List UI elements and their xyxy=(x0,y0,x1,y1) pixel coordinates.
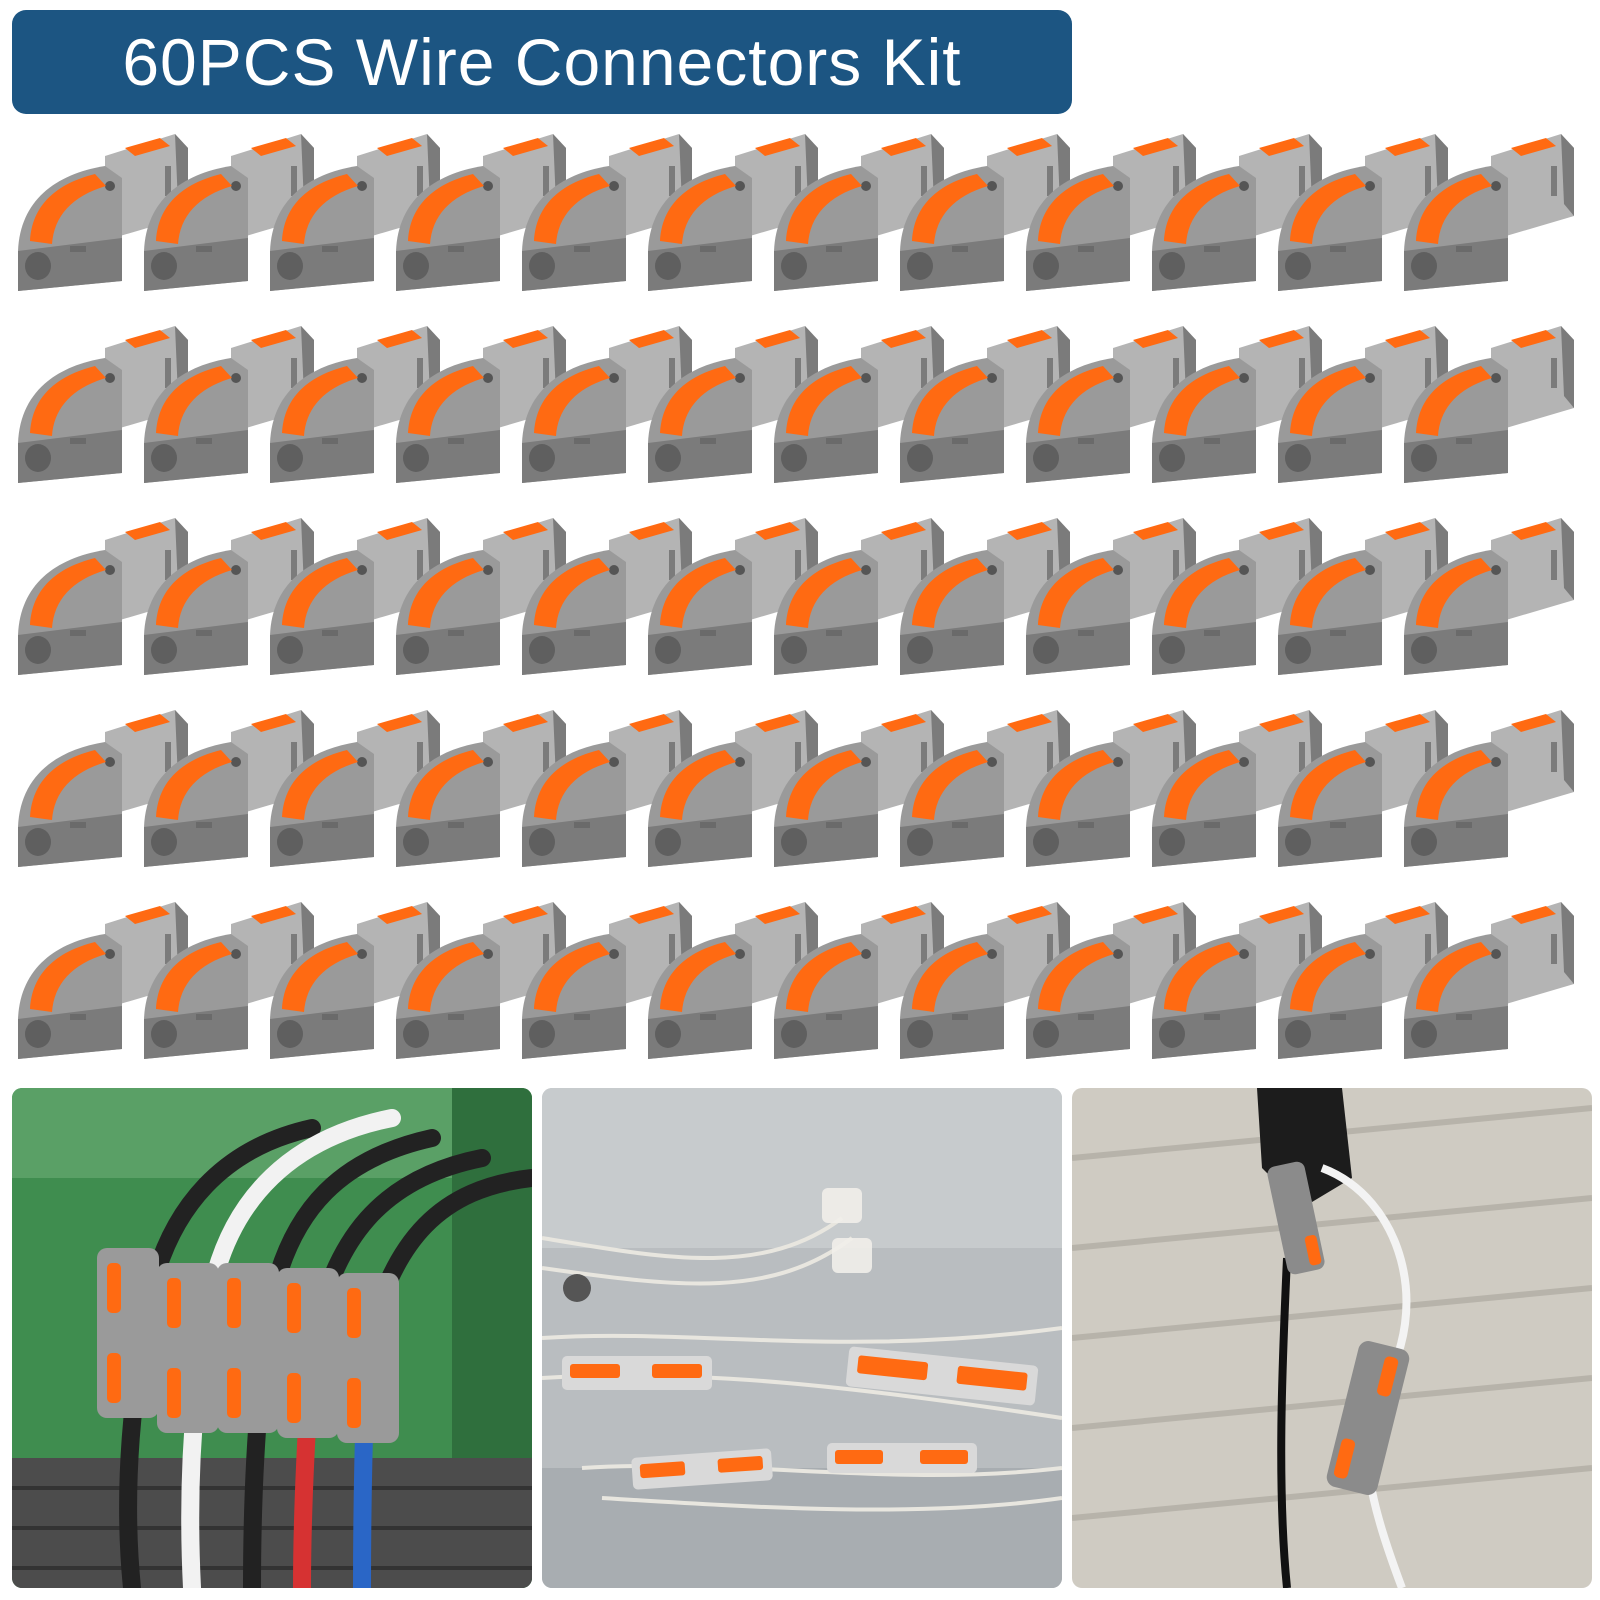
connector-lever xyxy=(660,174,736,244)
connector-lever xyxy=(534,750,610,820)
connector-lever xyxy=(912,366,988,436)
photo-panel-middle xyxy=(542,1088,1062,1588)
connector-lever xyxy=(1416,558,1492,628)
connector-lever xyxy=(786,558,862,628)
connector-item xyxy=(774,902,944,1059)
connector-item xyxy=(1152,902,1322,1059)
connector-item xyxy=(396,518,566,675)
connector-lever xyxy=(1416,942,1492,1012)
connector-lever xyxy=(1416,750,1492,820)
connector-lever xyxy=(912,558,988,628)
connector-lever xyxy=(408,558,484,628)
connector-item xyxy=(396,710,566,867)
connector-item xyxy=(1404,710,1574,867)
connector-lever xyxy=(1290,174,1366,244)
connector-lever xyxy=(30,558,106,628)
connector-lever xyxy=(1164,942,1240,1012)
connector-item xyxy=(396,134,566,291)
connector-lever xyxy=(1164,558,1240,628)
connector-item xyxy=(396,326,566,483)
connector-item xyxy=(396,902,566,1059)
connector-lever xyxy=(1290,558,1366,628)
connector-lever xyxy=(912,174,988,244)
connector-lever xyxy=(1416,174,1492,244)
connector-lever xyxy=(660,942,736,1012)
connector-lever xyxy=(786,366,862,436)
connector-item xyxy=(1026,326,1196,483)
connector-lever xyxy=(660,750,736,820)
connector-item xyxy=(900,134,1070,291)
connector-item xyxy=(18,134,188,291)
connector-lever xyxy=(156,174,232,244)
connector-item xyxy=(1026,518,1196,675)
connector-lever xyxy=(1038,558,1114,628)
photo-wire-siding xyxy=(1072,1088,1592,1588)
connector-lever xyxy=(282,750,358,820)
connector-lever xyxy=(786,942,862,1012)
connector-lever xyxy=(786,750,862,820)
connector-lever xyxy=(156,558,232,628)
connector-lever xyxy=(30,750,106,820)
connector-item xyxy=(1404,326,1574,483)
connector-lever xyxy=(408,174,484,244)
connector-lever xyxy=(1164,750,1240,820)
connector-lever xyxy=(1038,366,1114,436)
connector-lever xyxy=(912,942,988,1012)
connector-lever xyxy=(30,942,106,1012)
connector-lever xyxy=(1038,942,1114,1012)
connector-lever xyxy=(660,366,736,436)
connector-lever xyxy=(408,750,484,820)
connector-lever xyxy=(156,750,232,820)
connector-lever xyxy=(660,558,736,628)
photo-panel-left xyxy=(12,1088,532,1588)
connector-lever xyxy=(1164,174,1240,244)
connector-lever xyxy=(156,366,232,436)
connector-item xyxy=(1404,518,1574,675)
connector-lever xyxy=(156,942,232,1012)
connector-lever xyxy=(30,174,106,244)
connector-item xyxy=(1152,326,1322,483)
connector-item xyxy=(522,134,692,291)
connector-item xyxy=(1404,902,1574,1059)
connector-lever xyxy=(1290,750,1366,820)
connector-item xyxy=(18,518,188,675)
connector-lever xyxy=(1416,366,1492,436)
connector-grid xyxy=(0,118,1600,1078)
connector-lever xyxy=(1038,174,1114,244)
connector-item xyxy=(270,518,440,675)
connector-lever xyxy=(1290,942,1366,1012)
connector-lever xyxy=(282,366,358,436)
connector-lever xyxy=(534,174,610,244)
connector-lever xyxy=(534,558,610,628)
connector-lever xyxy=(408,366,484,436)
connector-lever xyxy=(1038,750,1114,820)
connector-lever xyxy=(30,366,106,436)
title-text: 60PCS Wire Connectors Kit xyxy=(122,25,962,99)
connector-lever xyxy=(534,366,610,436)
connector-lever xyxy=(282,942,358,1012)
connector-lever xyxy=(786,174,862,244)
title-banner: 60PCS Wire Connectors Kit xyxy=(12,10,1072,114)
connector-item xyxy=(522,902,692,1059)
connector-lever xyxy=(408,942,484,1012)
connector-item xyxy=(144,326,314,483)
connector-item xyxy=(1404,134,1574,291)
connector-lever xyxy=(282,174,358,244)
connector-lever xyxy=(1164,366,1240,436)
connector-item xyxy=(522,326,692,483)
connector-lever xyxy=(1290,366,1366,436)
photo-wires-green-cabinet xyxy=(12,1088,532,1588)
connector-item xyxy=(1026,902,1196,1059)
connector-item xyxy=(1152,710,1322,867)
connector-item xyxy=(774,710,944,867)
connector-lever xyxy=(534,942,610,1012)
connector-lever xyxy=(282,558,358,628)
connector-lever xyxy=(912,750,988,820)
photo-wires-grey-panel xyxy=(542,1088,1062,1588)
photo-panel-right xyxy=(1072,1088,1592,1588)
